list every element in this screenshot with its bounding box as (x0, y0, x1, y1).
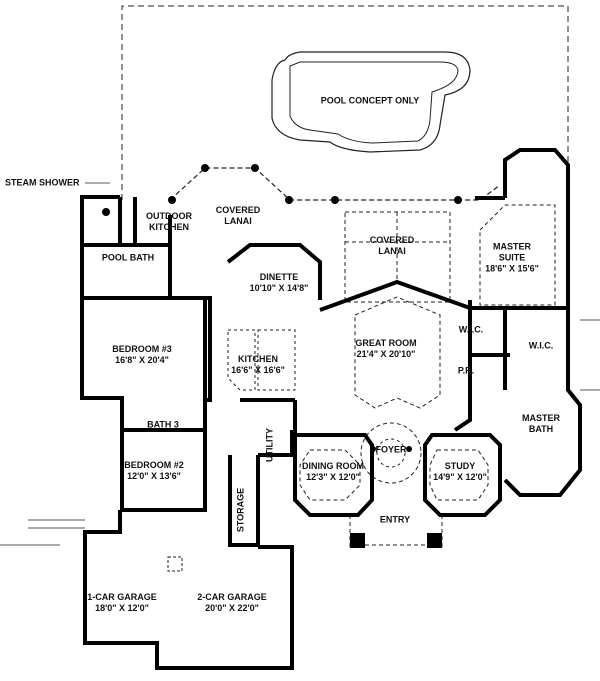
room-name: COVERED (215, 205, 261, 215)
room-size: 18'6" X 15'6" (485, 263, 539, 274)
room-size: 16'8" X 20'4" (115, 355, 169, 365)
kitchen-island (227, 329, 256, 391)
master-suite-ceiling (479, 204, 556, 306)
wall-study (423, 433, 502, 517)
pool-label: POOL CONCEPT ONLY (320, 95, 420, 106)
room-name: GREAT ROOM (355, 338, 417, 348)
room-name: 1-CAR GARAGE (87, 592, 157, 602)
pool-outline (271, 51, 471, 153)
room-size: 21'4" X 20'10" (356, 349, 416, 359)
room-name: BEDROOM #3 (112, 344, 172, 354)
room-name: STUDY (444, 461, 476, 471)
room-name: SUITE (498, 252, 526, 263)
wall-dinette (226, 243, 322, 300)
room-name: DINETTE (259, 272, 299, 282)
wall-great-room (319, 279, 471, 312)
room-size: 12'3" X 12'0" (306, 472, 360, 482)
room-name: BATH (528, 424, 554, 434)
columns (102, 164, 462, 548)
room-name: COVERED (369, 235, 415, 245)
room-size: 16'6" X 16'6" (231, 365, 285, 375)
room-name: 2-CAR GARAGE (197, 592, 267, 602)
foyer-label: FOYER (375, 444, 407, 455)
wall-right-wing (503, 148, 582, 497)
powder-room-label: P.R. (457, 365, 475, 376)
room-name: DINING ROOM (302, 461, 364, 471)
wall-dining-room (293, 433, 374, 517)
room-size: 18'0" X 12'0" (95, 603, 149, 613)
wic1-label: W.I.C. (458, 324, 484, 335)
room-name: KITCHEN (149, 222, 189, 232)
entry-label: ENTRY (379, 514, 411, 525)
great-room-ceiling (354, 296, 441, 409)
pool-inner (289, 61, 459, 144)
lanai-outline (169, 167, 501, 201)
steam-shower-label: STEAM SHOWER (5, 177, 80, 188)
room-size: 14'9" X 12'0" (433, 472, 487, 482)
pool-bath-label: POOL BATH (101, 252, 155, 263)
room-name: LANAI (224, 216, 252, 226)
room-name: KITCHEN (237, 354, 278, 364)
wall-garage (83, 510, 294, 670)
room-size: 20'0" X 22'0" (205, 603, 259, 613)
room-size: 10'10" X 14'8" (249, 283, 309, 293)
room-name: BEDROOM #2 (124, 460, 184, 470)
room-name: MASTER (492, 241, 531, 252)
utility-label: UTILITY (264, 428, 275, 462)
wic2-label: W.I.C. (528, 340, 554, 351)
room-size: 12'0" X 13'6" (127, 471, 181, 481)
bath3-label: BATH 3 (147, 419, 179, 430)
room-name: MASTER (522, 413, 560, 423)
storage-label: STORAGE (235, 487, 246, 533)
room-name: OUTDOOR (146, 211, 192, 221)
foyer-rotunda (360, 422, 422, 484)
room-name: LANAI (378, 246, 406, 256)
